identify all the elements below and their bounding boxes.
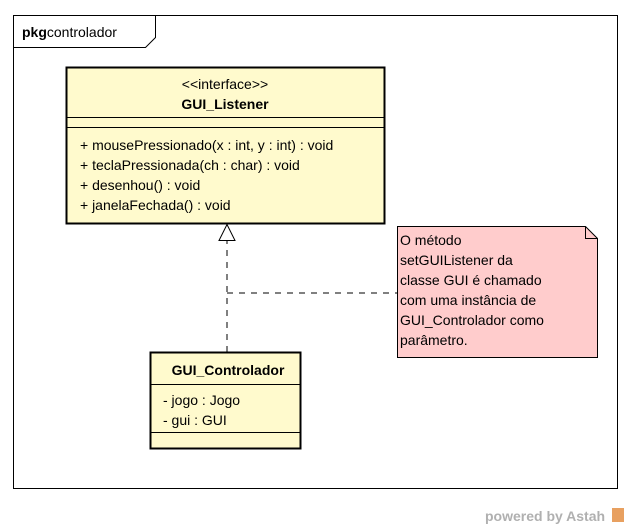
interface-operation: + mousePressionado(x : int, y : int) : v…	[80, 137, 333, 153]
astah-logo-icon	[612, 508, 624, 522]
note-line: com uma instância de	[400, 292, 536, 308]
interface-operation: + teclaPressionada(ch : char) : void	[80, 157, 300, 173]
interface-operation: + desenhou() : void	[80, 177, 200, 193]
interface-stereotype: <<interface>>	[182, 76, 268, 92]
package-name: controlador	[47, 24, 117, 40]
watermark-text: powered by Astah	[485, 508, 605, 524]
note-line: setGUIListener da	[400, 252, 513, 268]
package-keyword: pkg	[22, 24, 47, 40]
interface-name: GUI_Listener	[181, 96, 269, 112]
note-line: GUI_Controlador como	[400, 312, 544, 328]
realization-arrow	[218, 223, 236, 352]
interface-gui-listener[interactable]: <<interface>> GUI_Listener + mousePressi…	[65, 66, 386, 225]
class-attribute: - jogo : Jogo	[163, 392, 240, 408]
note-line: classe GUI é chamado	[400, 272, 542, 288]
class-gui-controlador[interactable]: GUI_Controlador - jogo : Jogo - gui : GU…	[149, 351, 302, 450]
interface-operation: + janelaFechada() : void	[80, 197, 231, 213]
package-label: pkgcontrolador	[22, 24, 117, 40]
class-attribute: - gui : GUI	[163, 412, 227, 428]
astah-watermark: powered by Astah	[485, 508, 624, 524]
note-line: O método	[400, 232, 462, 248]
class-name: GUI_Controlador	[172, 362, 285, 378]
note-line: parâmetro.	[400, 332, 468, 348]
note[interactable]: O método setGUIListener da classe GUI é …	[397, 226, 598, 358]
